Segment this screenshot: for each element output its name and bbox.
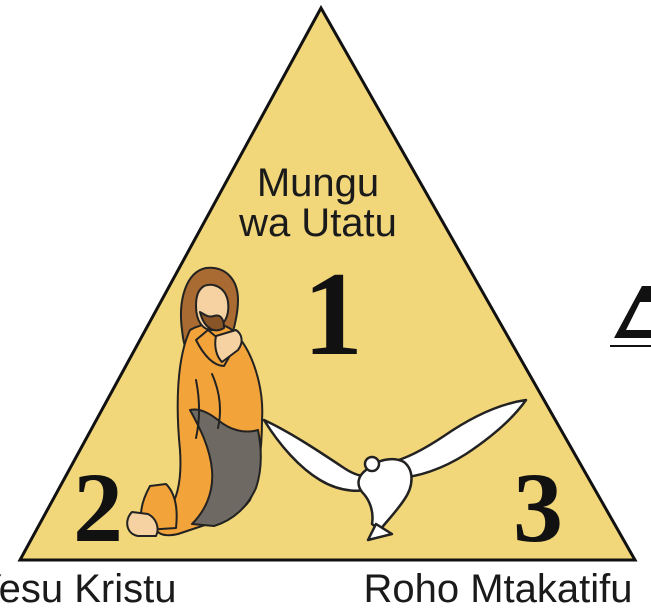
praying-jesus-icon: [126, 266, 264, 537]
label-yesu-kristu: Yesu Kristu: [0, 567, 176, 611]
triangle-icon: [610, 286, 651, 347]
title-line-1: Mungu: [257, 161, 379, 205]
number-three: 3: [513, 452, 563, 563]
title-line-2: wa Utatu: [238, 201, 397, 245]
number-two: 2: [73, 452, 123, 563]
label-roho-mtakatifu: Roho Mtakatifu: [363, 567, 632, 611]
dove-icon: [262, 398, 528, 542]
number-one: 1: [303, 247, 363, 380]
